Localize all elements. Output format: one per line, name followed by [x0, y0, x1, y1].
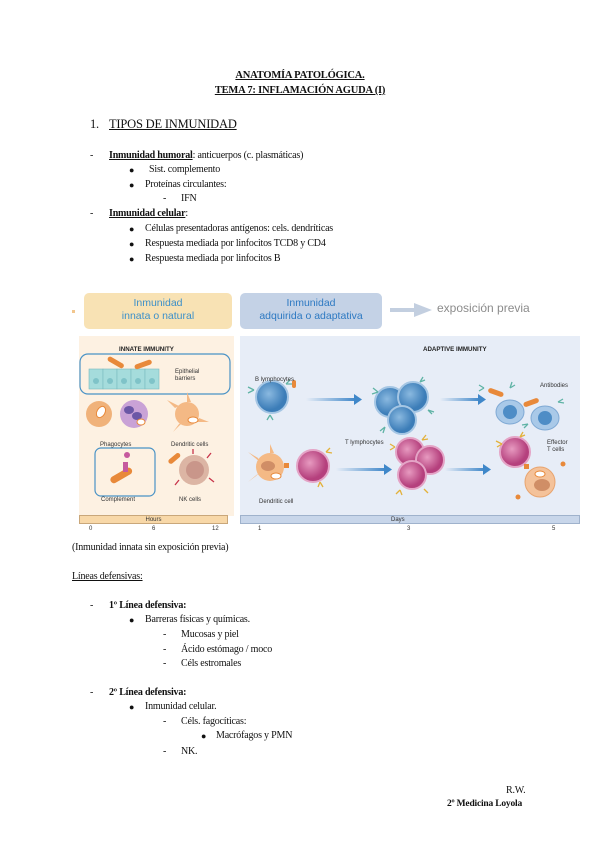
list-item-celular: Inmunidad celular:: [109, 208, 188, 219]
marker-dot: [72, 310, 75, 313]
innate-header-line2: innata o natural: [121, 310, 195, 322]
dot-bullet: ●: [129, 702, 135, 712]
list-item: Ácido estómago / moco: [181, 644, 273, 655]
list-item: Células presentadoras antígenos: cels. d…: [145, 223, 333, 234]
innate-header-box: Inmunidad innata o natural: [84, 293, 232, 329]
list-item: IFN: [181, 193, 197, 204]
dash-bullet: -: [163, 644, 167, 655]
days-bar: Days: [240, 515, 580, 524]
adaptive-header-line2: adquirida o adaptativa: [259, 310, 363, 322]
list-item: Respuesta mediada por linfocitos TCD8 y …: [145, 238, 326, 249]
list-item-humoral: Inmunidad humoral: anticuerpos (c. plasm…: [109, 150, 303, 161]
dot-bullet: ●: [129, 615, 135, 625]
celular-label: Inmunidad celular: [109, 208, 186, 219]
dot-bullet: ●: [129, 239, 135, 249]
days-tick: 5: [552, 526, 556, 532]
antibodies-label: Antibodies: [540, 383, 569, 389]
section-title: TIPOS DE INMUNIDAD: [109, 117, 237, 131]
effector-label-line2: T cells: [547, 447, 565, 453]
doc-title-line1: ANATOMÍA PATOLÓGICA.: [235, 70, 365, 81]
doc-title-line2: TEMA 7: INFLAMACIÓN AGUDA (I): [214, 85, 386, 96]
effector-label-line1: Effector: [547, 440, 568, 446]
adaptive-title: ADAPTIVE IMMUNITY: [423, 346, 487, 353]
list-item: Sist. complemento: [149, 164, 221, 175]
section-number: 1.: [90, 117, 99, 131]
epithelial-cells: [88, 368, 160, 390]
b-lymphocytes-label: B lymphocytes: [255, 377, 295, 383]
hours-tick: 12: [212, 526, 219, 532]
list-item: Macrófagos y PMN: [216, 730, 293, 741]
dash-bullet: -: [90, 208, 94, 219]
footer-course: 2º Medicina Loyola: [447, 799, 523, 809]
section2-title: Líneas defensivas:: [72, 571, 143, 582]
list-item: Mucosas y piel: [181, 629, 239, 640]
adaptive-header-box: Inmunidad adquirida o adaptativa: [240, 293, 382, 329]
list-item: Céls estromales: [181, 658, 242, 669]
figure-caption: (Inmunidad innata sin exposición previa): [72, 542, 229, 553]
epithelial-label-line1: Epithelial: [175, 369, 200, 375]
dash-bullet: -: [163, 716, 167, 727]
list-item: Céls. fagocíticas:: [181, 716, 247, 727]
days-label: Days: [391, 517, 405, 523]
list-item: Barreras físicas y químicas.: [145, 614, 250, 625]
immunity-figure: Inmunidad innata o natural Inmunidad adq…: [72, 288, 580, 538]
line2-label: 2º Línea defensiva:: [109, 687, 187, 698]
humoral-label: Inmunidad humoral: [109, 150, 193, 161]
innate-panel: [79, 336, 234, 516]
hours-tick: 6: [152, 526, 156, 532]
list-item: Inmunidad celular.: [145, 701, 217, 712]
epithelial-label: Epithelial barriers: [175, 369, 199, 383]
nk-cells-label: NK cells: [179, 497, 202, 503]
dot-bullet: ●: [129, 165, 135, 175]
dash-bullet: -: [163, 193, 167, 204]
hours-bar: Hours: [79, 515, 228, 524]
innate-illustration: [79, 353, 231, 497]
humoral-text: : anticuerpos (c. plasmáticas): [192, 150, 304, 161]
list-item: NK.: [181, 746, 198, 757]
list-item: Respuesta mediada por linfocitos B: [145, 253, 281, 264]
adaptive-header-line1: Inmunidad: [286, 297, 336, 309]
phagocytes-label: Phagocytes: [100, 442, 132, 448]
dash-bullet: -: [163, 746, 167, 757]
dash-bullet: -: [163, 629, 167, 640]
dot-bullet: ●: [129, 224, 135, 234]
dash-bullet: -: [90, 150, 94, 161]
days-tick: 1: [258, 526, 262, 532]
line1-label: 1º Línea defensiva:: [109, 600, 187, 611]
dot-bullet: ●: [201, 731, 207, 741]
hours-label: Hours: [145, 517, 162, 523]
dash-bullet: -: [90, 600, 94, 611]
dash-bullet: -: [163, 658, 167, 669]
days-tick: 3: [407, 526, 411, 532]
dendritic-cells-label: Dendritic cells: [171, 442, 209, 448]
effector-label: Effector T cells: [547, 440, 568, 454]
dot-bullet: ●: [129, 254, 135, 264]
t-lymphocytes-label: T lymphocytes: [345, 440, 384, 446]
footer-author: R.W.: [506, 785, 526, 796]
complement-label: Complement: [101, 497, 136, 503]
epithelial-label-line2: barriers: [175, 376, 196, 382]
arrow-right-icon: [390, 303, 432, 317]
hours-tick: 0: [89, 526, 93, 532]
dendritic-cell-label: Dendritic cell: [259, 499, 294, 505]
exposure-label: exposición previa: [437, 301, 530, 315]
innate-header-line1: Inmunidad: [133, 297, 183, 309]
list-item: Proteínas circulantes:: [145, 179, 227, 190]
dot-bullet: ●: [129, 180, 135, 190]
dash-bullet: -: [90, 687, 94, 698]
adaptive-illustration: [247, 376, 566, 500]
innate-title: INNATE IMMUNITY: [119, 346, 174, 353]
celular-text: :: [185, 208, 188, 219]
